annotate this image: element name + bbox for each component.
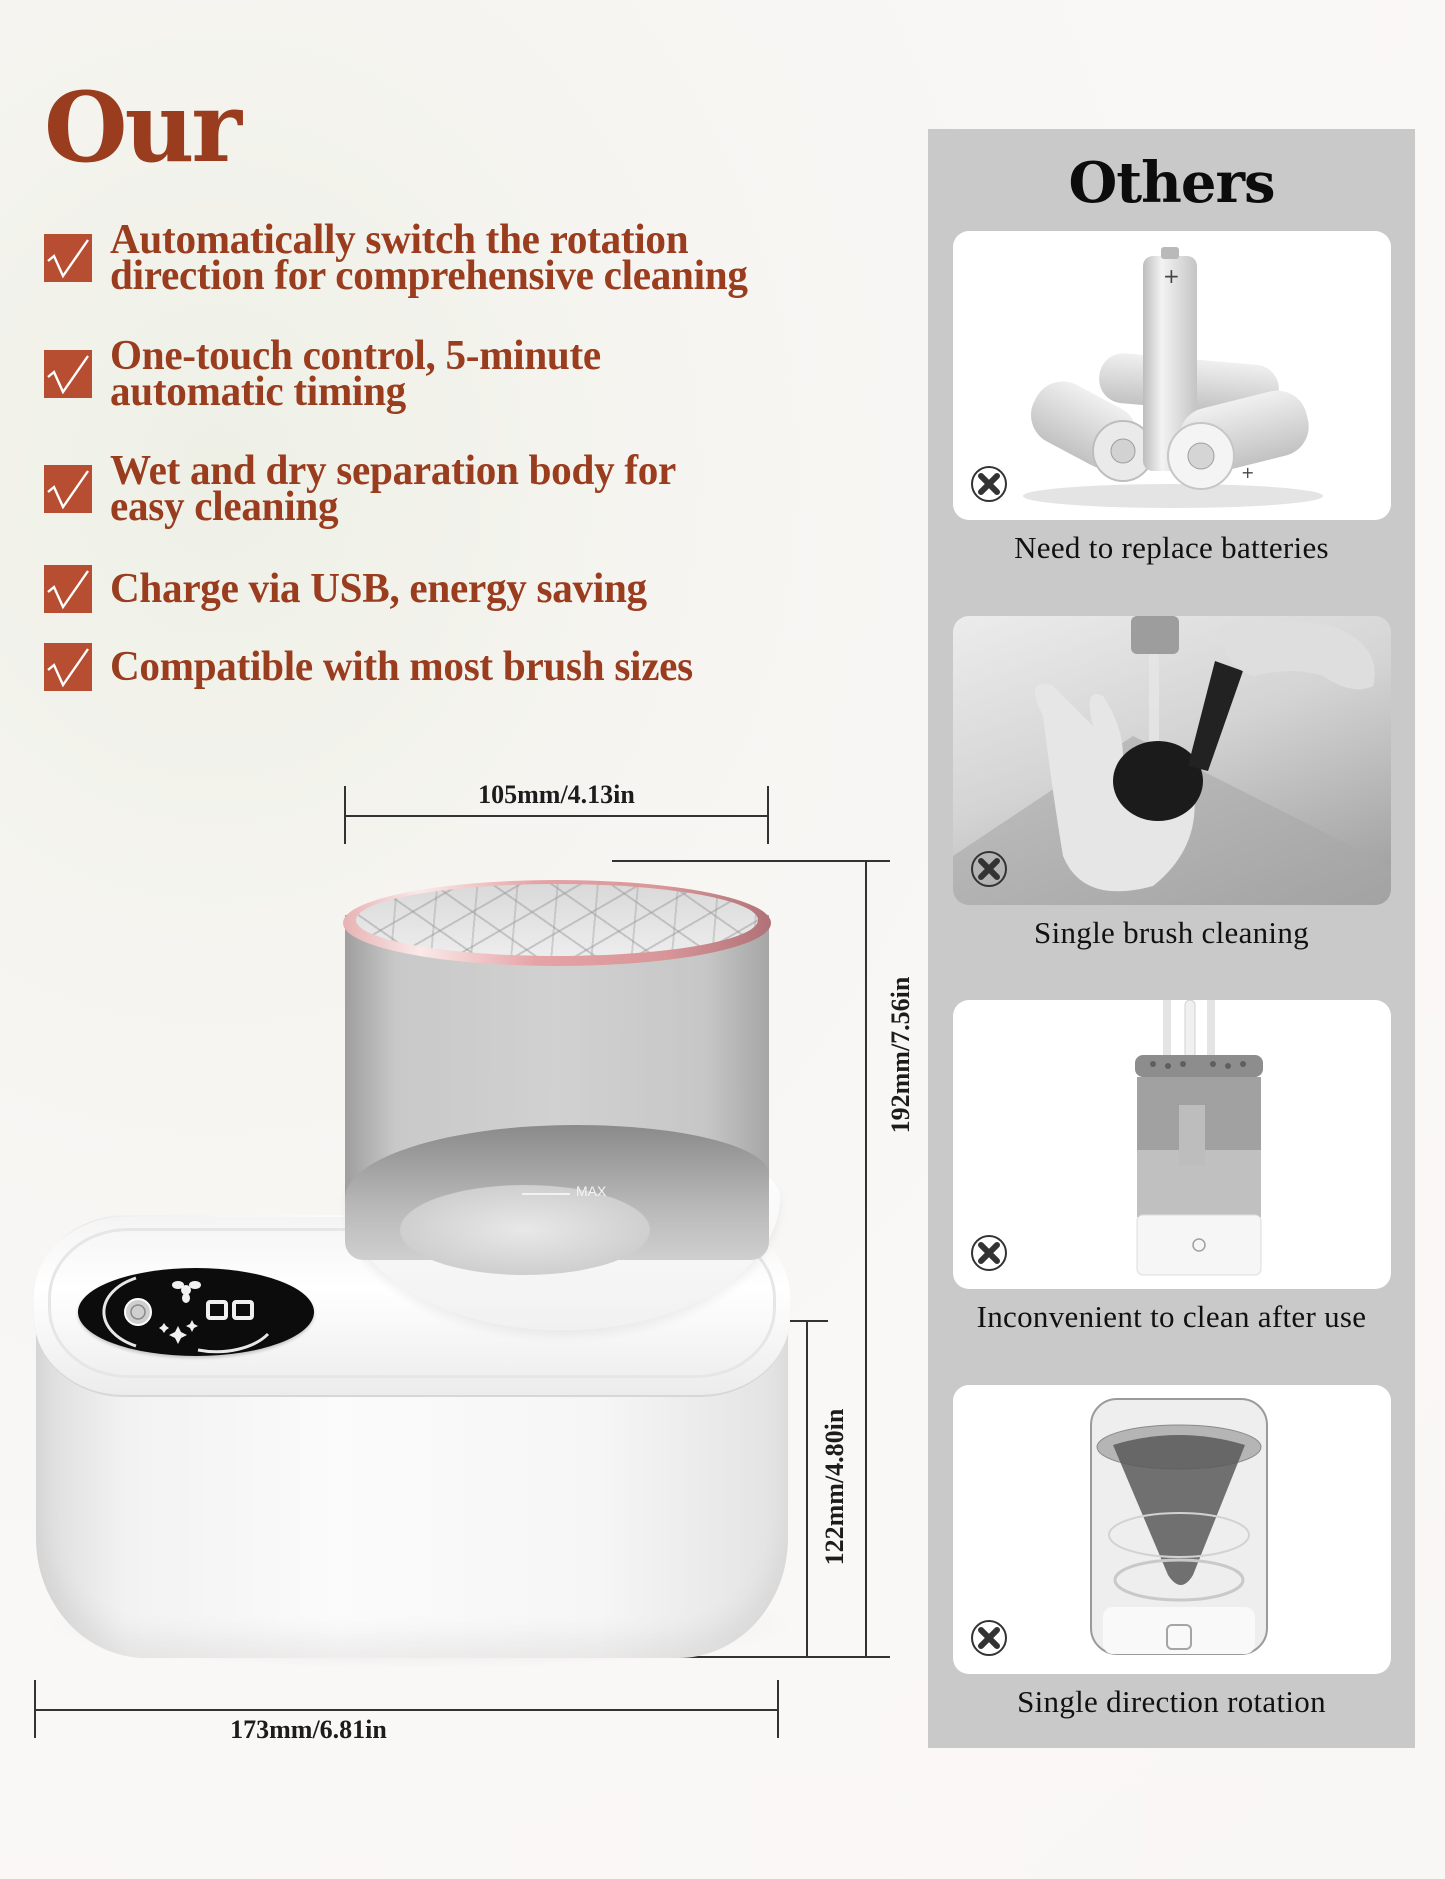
vortex-cleaner-image [953, 1385, 1391, 1674]
checkmark-icon [44, 465, 92, 513]
cylinder-cleaner-image [953, 1000, 1391, 1289]
feature-text: Automatically switch the rotation direct… [110, 217, 748, 299]
feature-text: Charge via USB, energy saving [110, 566, 647, 612]
cup-width-label: 105mm/4.13in [478, 780, 635, 809]
svg-text:+: + [1163, 264, 1180, 288]
x-circle-icon [971, 466, 1007, 502]
feature-item: Compatible with most brush sizes [44, 643, 705, 691]
others-heading: Others [1068, 150, 1275, 216]
feature-item: Wet and dry separation body for easy cle… [44, 448, 688, 530]
feature-item: One-touch control, 5-minute automatic ti… [44, 333, 611, 415]
feature-item: Automatically switch the rotation direct… [44, 217, 761, 299]
base-height-label: 122mm/4.80in [820, 1408, 849, 1566]
checkmark-icon [44, 234, 92, 282]
others-label: Single direction rotation [1017, 1684, 1326, 1719]
control-display[interactable]: 00 [78, 1268, 314, 1356]
checkmark-icon [44, 643, 92, 691]
our-heading: Our [44, 71, 242, 184]
dimension-line-total-height [865, 860, 867, 1658]
others-label: Single brush cleaning [1034, 915, 1309, 950]
brush-holder-grid [356, 884, 758, 956]
checkmark-icon [44, 565, 92, 613]
x-circle-icon [971, 1620, 1007, 1656]
impeller [400, 1185, 650, 1275]
dimension-tick [612, 860, 890, 862]
max-line [522, 1193, 570, 1195]
others-label: Need to replace batteries [1014, 530, 1329, 565]
dimension-tick [790, 1320, 828, 1322]
max-label: MAX [576, 1183, 607, 1199]
feature-text: One-touch control, 5-minute automatic ti… [110, 333, 601, 415]
feature-item: Charge via USB, energy saving [44, 565, 658, 613]
checkmark-icon [44, 350, 92, 398]
x-circle-icon [971, 1235, 1007, 1271]
dimension-line-cup-width [344, 815, 769, 817]
feature-text: Wet and dry separation body for easy cle… [110, 448, 677, 530]
others-label: Inconvenient to clean after use [976, 1299, 1367, 1334]
svg-text:+: + [1241, 463, 1254, 482]
dimension-line-base-height [806, 1320, 808, 1658]
feature-text: Compatible with most brush sizes [110, 644, 693, 690]
dimension-tick [612, 1656, 890, 1658]
dimension-line-base-width [34, 1709, 779, 1711]
base-width-label: 173mm/6.81in [230, 1715, 387, 1744]
total-height-label: 192mm/7.56in [886, 976, 915, 1134]
x-circle-icon [971, 851, 1007, 887]
batteries-image: + + [953, 231, 1391, 520]
hand-washing-brush-image [953, 616, 1391, 905]
